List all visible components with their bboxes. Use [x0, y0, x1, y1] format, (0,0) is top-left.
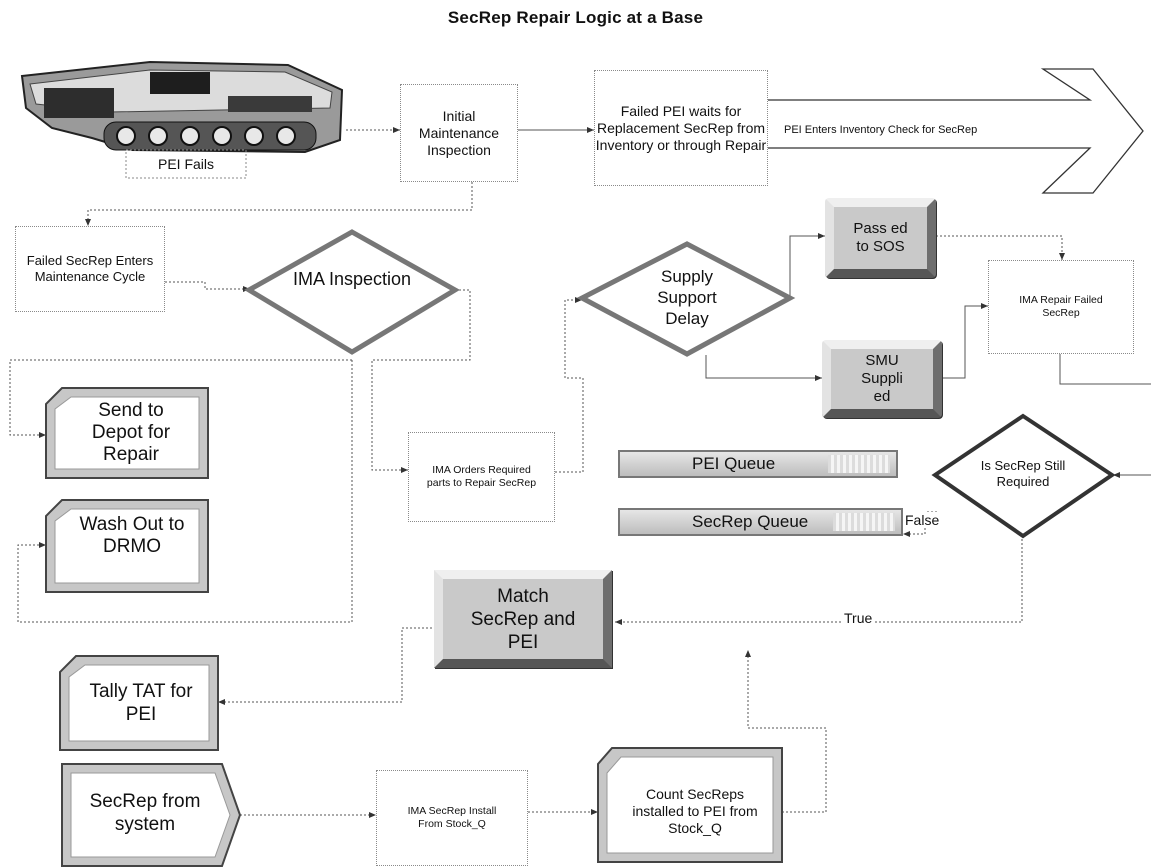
wash-out-label: Wash Out to DRMO: [76, 514, 188, 558]
tally-tat-label: Tally TAT for PEI: [82, 680, 200, 726]
failed-secrep-enters-node[interactable]: Failed SecRep Enters Maintenance Cycle: [15, 226, 165, 312]
supply-support-delay-label: Supply Support Delay: [634, 266, 740, 329]
ima-repair-label: IMA Repair Failed SecRep: [1006, 294, 1116, 320]
match-secrep-pei-node[interactable]: Match SecRep and PEI: [434, 570, 612, 668]
ima-install-label: IMA SecRep Install From Stock_Q: [407, 805, 497, 831]
secrep-queue[interactable]: SecRep Queue: [618, 508, 903, 536]
passed-to-sos-label: Pass ed to SOS: [852, 220, 910, 256]
match-secrep-pei-label: Match SecRep and PEI: [463, 585, 583, 654]
initial-maintenance-inspection-node[interactable]: Initial Maintenance Inspection: [400, 84, 518, 182]
passed-to-sos-node[interactable]: Pass ed to SOS: [825, 198, 936, 278]
pei-fails-label: PEI Fails: [126, 156, 246, 172]
smu-supplied-label: SMU Suppli ed: [860, 352, 904, 406]
failed-pei-waits-node[interactable]: Failed PEI waits for Replacement SecRep …: [594, 70, 768, 186]
smu-supplied-node[interactable]: SMU Suppli ed: [822, 340, 942, 418]
failed-secrep-enters-label: Failed SecRep Enters Maintenance Cycle: [16, 253, 164, 285]
inventory-check-label: PEI Enters Inventory Check for SecRep: [784, 124, 977, 136]
ima-inspection-label: IMA Inspection: [292, 268, 412, 290]
failed-pei-waits-label: Failed PEI waits for Replacement SecRep …: [595, 103, 767, 154]
pei-queue-label: PEI Queue: [620, 454, 775, 474]
count-secreps-label: Count SecReps installed to PEI from Stoc…: [622, 786, 768, 837]
false-label: False: [905, 512, 939, 528]
ima-inspection-diamond: [249, 232, 455, 352]
secrep-queue-label: SecRep Queue: [620, 512, 808, 532]
ima-orders-label: IMA Orders Required parts to Repair SecR…: [422, 464, 542, 490]
send-to-depot-label: Send to Depot for Repair: [76, 400, 186, 466]
pei-queue[interactable]: PEI Queue: [618, 450, 898, 478]
true-label: True: [842, 610, 874, 626]
ima-install-node[interactable]: IMA SecRep Install From Stock_Q: [376, 770, 528, 866]
is-secrep-required-label: Is SecRep Still Required: [968, 458, 1078, 490]
initial-maintenance-inspection-label: Initial Maintenance Inspection: [401, 108, 517, 159]
ima-orders-node[interactable]: IMA Orders Required parts to Repair SecR…: [408, 432, 555, 522]
ima-repair-node[interactable]: IMA Repair Failed SecRep: [988, 260, 1134, 354]
secrep-from-system-label: SecRep from system: [70, 790, 220, 836]
